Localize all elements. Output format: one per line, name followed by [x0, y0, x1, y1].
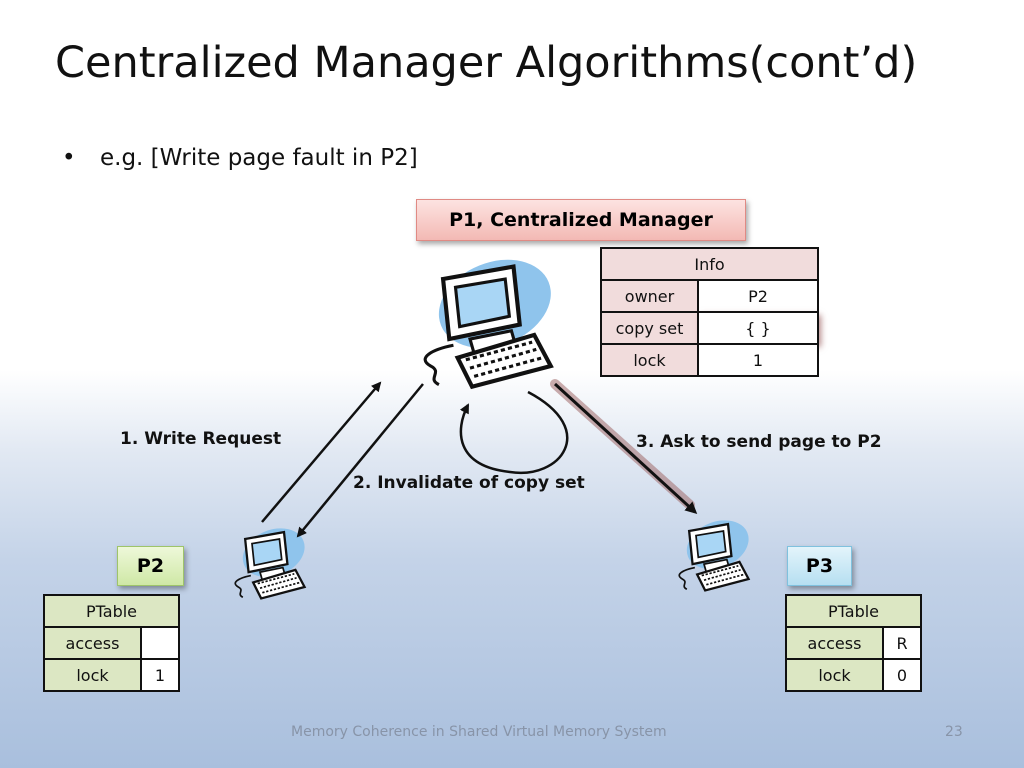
p3-ptable-header: PTable	[785, 594, 922, 628]
step3-label: 3. Ask to send page to P2	[636, 432, 882, 452]
bullet-text: e.g. [Write page fault in P2]	[100, 145, 418, 171]
page-number: 23	[945, 724, 963, 740]
slide-title: Centralized Manager Algorithms(cont’d)	[55, 38, 918, 88]
ask-page-arrow	[553, 382, 698, 515]
computer-icon	[425, 244, 564, 387]
self-loop-arrow	[459, 390, 569, 475]
info-owner-value: P2	[697, 279, 819, 313]
info-owner-key: owner	[600, 279, 699, 313]
invalidate-arrow	[296, 383, 424, 538]
p3-label: P3	[787, 546, 852, 586]
p2-ptable-header: PTable	[43, 594, 180, 628]
step2-label: 2. Invalidate of copy set	[353, 473, 585, 493]
step1-label: 1. Write Request	[120, 429, 282, 449]
bullet-item: • e.g. [Write page fault in P2]	[62, 145, 418, 171]
info-table-header: Info	[600, 247, 819, 281]
p2-label: P2	[117, 546, 184, 586]
manager-label: P1, Centralized Manager	[416, 199, 746, 241]
p3-access-value: R	[882, 626, 922, 660]
p2-lock-key: lock	[43, 658, 142, 692]
p2-access-key: access	[43, 626, 142, 660]
write-request-arrow	[261, 381, 382, 523]
p3-lock-key: lock	[785, 658, 884, 692]
info-copyset-value: { }	[697, 311, 819, 345]
p3-lock-value: 0	[882, 658, 922, 692]
computer-icon	[678, 515, 752, 592]
p2-access-value	[140, 626, 180, 660]
bullet-marker: •	[62, 145, 76, 171]
p2-lock-value: 1	[140, 658, 180, 692]
info-lock-key: lock	[600, 343, 699, 377]
info-lock-value: 1	[697, 343, 819, 377]
slide-footer: Memory Coherence in Shared Virtual Memor…	[291, 724, 667, 740]
p3-access-key: access	[785, 626, 884, 660]
info-copyset-key: copy set	[600, 311, 699, 345]
